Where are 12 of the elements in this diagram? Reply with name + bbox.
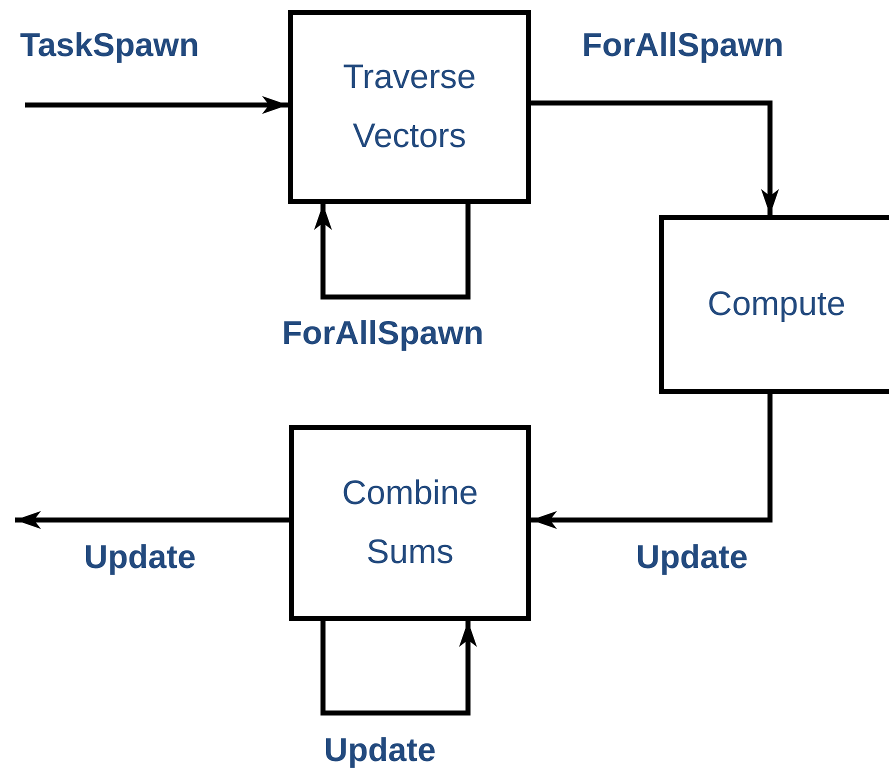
process-box bbox=[659, 215, 889, 394]
box-label: Traverse Vectors bbox=[342, 56, 477, 157]
arrow bbox=[314, 204, 470, 300]
arrow bbox=[531, 394, 772, 529]
process-box bbox=[288, 10, 531, 204]
arrow bbox=[531, 100, 779, 215]
box-label: Compute bbox=[708, 284, 846, 325]
arrow bbox=[25, 96, 288, 114]
arrow bbox=[320, 621, 477, 716]
box-label: Combine Sums bbox=[340, 472, 480, 573]
arrow bbox=[15, 511, 289, 529]
process-box bbox=[289, 425, 531, 621]
